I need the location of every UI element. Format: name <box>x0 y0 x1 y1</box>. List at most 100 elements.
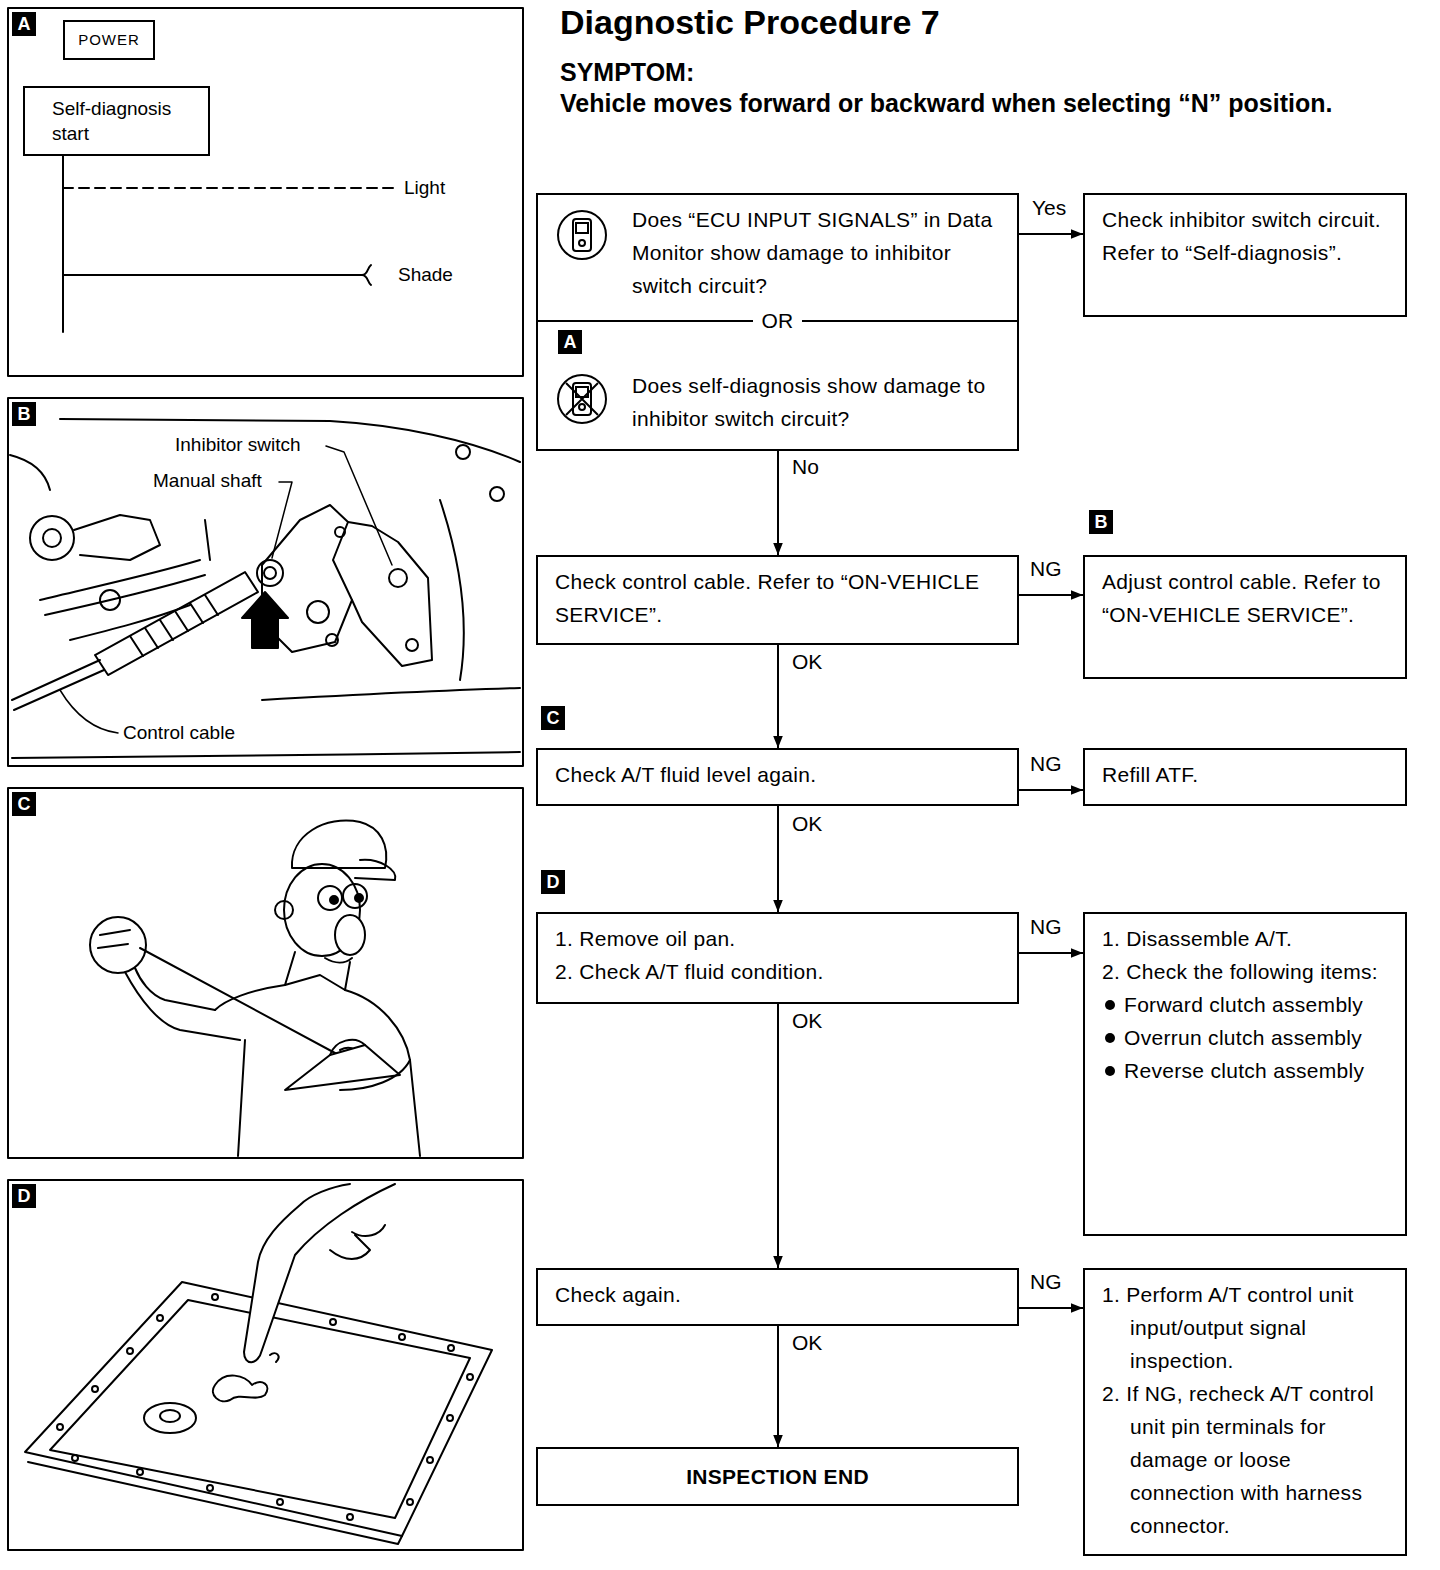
or-text: OR <box>753 309 801 332</box>
box-text: Check again. <box>555 1278 1007 1311</box>
box-text: Check inhibitor switch circuit. Refer to… <box>1102 203 1395 269</box>
leader-line <box>272 482 292 558</box>
flow-connector <box>777 451 779 555</box>
panel-letter: B <box>12 402 36 426</box>
box-text: 2. If NG, recheck A/T control unit pin t… <box>1102 1377 1395 1542</box>
box-text: Check A/T fluid level again. <box>555 758 1007 791</box>
pan-hole <box>212 1294 218 1300</box>
pan-hole <box>72 1455 78 1461</box>
icon-device <box>573 219 591 251</box>
connector-label: Yes <box>1030 196 1068 220</box>
pan-hole <box>427 1457 433 1463</box>
inhibitor-switch <box>348 522 432 666</box>
question-text: Does “ECU INPUT SIGNALS” in Data Monitor… <box>632 203 1003 302</box>
cable-housing <box>95 572 258 675</box>
bolt <box>326 634 338 646</box>
consult-icon <box>554 207 610 263</box>
signal-label: Light <box>404 176 445 200</box>
connector-label: No <box>790 455 821 479</box>
connector-label: OK <box>790 1009 824 1033</box>
signal-label: Shade <box>398 263 453 287</box>
or-divider: OR <box>538 302 1017 340</box>
mechanic-mouth <box>325 958 352 963</box>
part-label: Inhibitor switch <box>175 433 301 457</box>
action-box: 1. Disassemble A/T.2. Check the followin… <box>1083 912 1407 1236</box>
pan-hole <box>92 1386 98 1392</box>
case-outline <box>440 500 464 680</box>
pan-hole <box>57 1424 63 1430</box>
box-text: 2. Check A/T fluid condition. <box>555 955 1007 988</box>
icon-button <box>579 240 585 246</box>
icon-cross <box>566 383 598 415</box>
mechanic-nose <box>335 915 365 955</box>
panel-letter: D <box>12 1184 36 1208</box>
panel-frame <box>8 398 523 766</box>
icon-ring <box>558 211 606 259</box>
bullet-item: Reverse clutch assembly <box>1102 1054 1395 1087</box>
mechanic-collar <box>285 952 350 990</box>
flow-connector <box>777 1326 779 1447</box>
light-line <box>63 187 395 189</box>
box-text: Refill ATF. <box>1102 758 1395 791</box>
panel-frame <box>8 788 523 1158</box>
bullet-text: Overrun clutch assembly <box>1124 1026 1362 1049</box>
process-box: Check again. <box>536 1268 1019 1326</box>
box-text: Adjust control cable. Refer to “ON-VEHIC… <box>1102 565 1395 631</box>
pan-hole <box>347 1514 353 1520</box>
pan-hole <box>448 1345 454 1351</box>
pan-hole <box>467 1374 473 1380</box>
bolt <box>406 639 418 651</box>
bullet-dot <box>1105 1000 1115 1010</box>
drain-magnet <box>144 1403 196 1433</box>
flow-connector <box>777 645 779 748</box>
drain-magnet <box>160 1410 180 1422</box>
mechanic-ear <box>275 901 293 919</box>
box-text: Self-diagnosis start <box>52 96 200 146</box>
action-box: Check inhibitor switch circuit. Refer to… <box>1083 193 1407 317</box>
callout-letter: B <box>1089 510 1113 534</box>
bullet-text: Forward clutch assembly <box>1124 993 1363 1016</box>
question-text: Does self-diagnosis show damage to inhib… <box>632 369 1003 435</box>
case-outline <box>60 419 520 462</box>
bolt <box>307 601 329 623</box>
flow-connector <box>1019 1307 1083 1309</box>
case-outline <box>10 455 50 490</box>
pan-hole <box>157 1315 163 1321</box>
decision-box: Does “ECU INPUT SIGNALS” in Data Monitor… <box>536 193 1019 451</box>
flow-connector <box>1019 952 1083 954</box>
bullet-text: Reverse clutch assembly <box>1124 1059 1364 1082</box>
connector-label: NG <box>1028 752 1064 776</box>
callout-letter: C <box>541 706 565 730</box>
shade-line <box>63 265 371 285</box>
icon-screen <box>576 223 588 233</box>
panel-frame <box>8 1180 523 1550</box>
consult-icon <box>554 371 610 427</box>
mechanic-body <box>215 985 420 1156</box>
action-box: Refill ATF. <box>1083 748 1407 806</box>
diagram-title: Diagnostic Procedure 7 <box>560 2 940 42</box>
pan-hole <box>447 1415 453 1421</box>
bullet-dot <box>1105 1066 1115 1076</box>
cable-ridges <box>130 595 218 656</box>
pan-hole <box>399 1334 405 1340</box>
callout-letter: A <box>558 330 582 354</box>
mechanic-eye <box>318 886 342 910</box>
pan-hole <box>207 1485 213 1491</box>
connector-label: OK <box>790 1331 824 1355</box>
control-cable <box>12 660 104 710</box>
mount-boss <box>30 516 74 560</box>
box-text: POWER <box>69 30 149 50</box>
dipstick <box>140 948 348 1060</box>
debris <box>213 1376 267 1402</box>
oil-pan-edge <box>12 752 520 758</box>
mechanic-fingers <box>98 930 130 948</box>
hand <box>330 1225 385 1259</box>
bolt <box>100 590 120 610</box>
part-label: Control cable <box>123 721 235 745</box>
box-text: 1. Perform A/T control unit input/output… <box>1102 1278 1395 1377</box>
mechanic-pupil <box>330 896 338 904</box>
flow-connector <box>1019 789 1083 791</box>
connector-label: NG <box>1028 1270 1064 1294</box>
bolt <box>257 560 283 586</box>
